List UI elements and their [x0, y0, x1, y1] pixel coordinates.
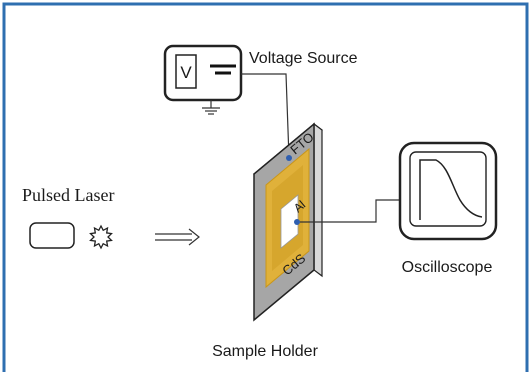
- voltmeter-box: [175, 54, 197, 89]
- voltage-source-label: Voltage Source: [249, 50, 358, 67]
- oscilloscope: Oscilloscope: [398, 141, 498, 276]
- frame-border: [2, 2, 529, 372]
- oscilloscope-wire: [300, 199, 401, 223]
- voltage-source: V Voltage Source: [163, 44, 358, 115]
- voltage-wire: [241, 73, 290, 159]
- sample-holder: FTO Al CdS Sample Holder: [212, 122, 323, 360]
- beam-arrow-icon: [155, 228, 200, 246]
- voltage-symbol: V: [180, 63, 192, 82]
- decay-waveform-icon: [419, 159, 483, 220]
- sample-holder-label: Sample Holder: [212, 343, 319, 360]
- holder-side-edge: [313, 122, 323, 278]
- fto-contact-dot: [286, 155, 292, 161]
- al-contact-dot: [294, 219, 300, 225]
- laser-body: [29, 222, 75, 249]
- pulsed-laser-label: Pulsed Laser: [22, 185, 114, 205]
- al-electrode: [280, 194, 299, 249]
- oscilloscope-screen: [409, 151, 487, 227]
- ground-icon: [202, 107, 220, 115]
- oscilloscope-label: Oscilloscope: [402, 259, 493, 276]
- laser-burst-icon: [89, 224, 113, 250]
- pulsed-laser: Pulsed Laser: [22, 185, 200, 250]
